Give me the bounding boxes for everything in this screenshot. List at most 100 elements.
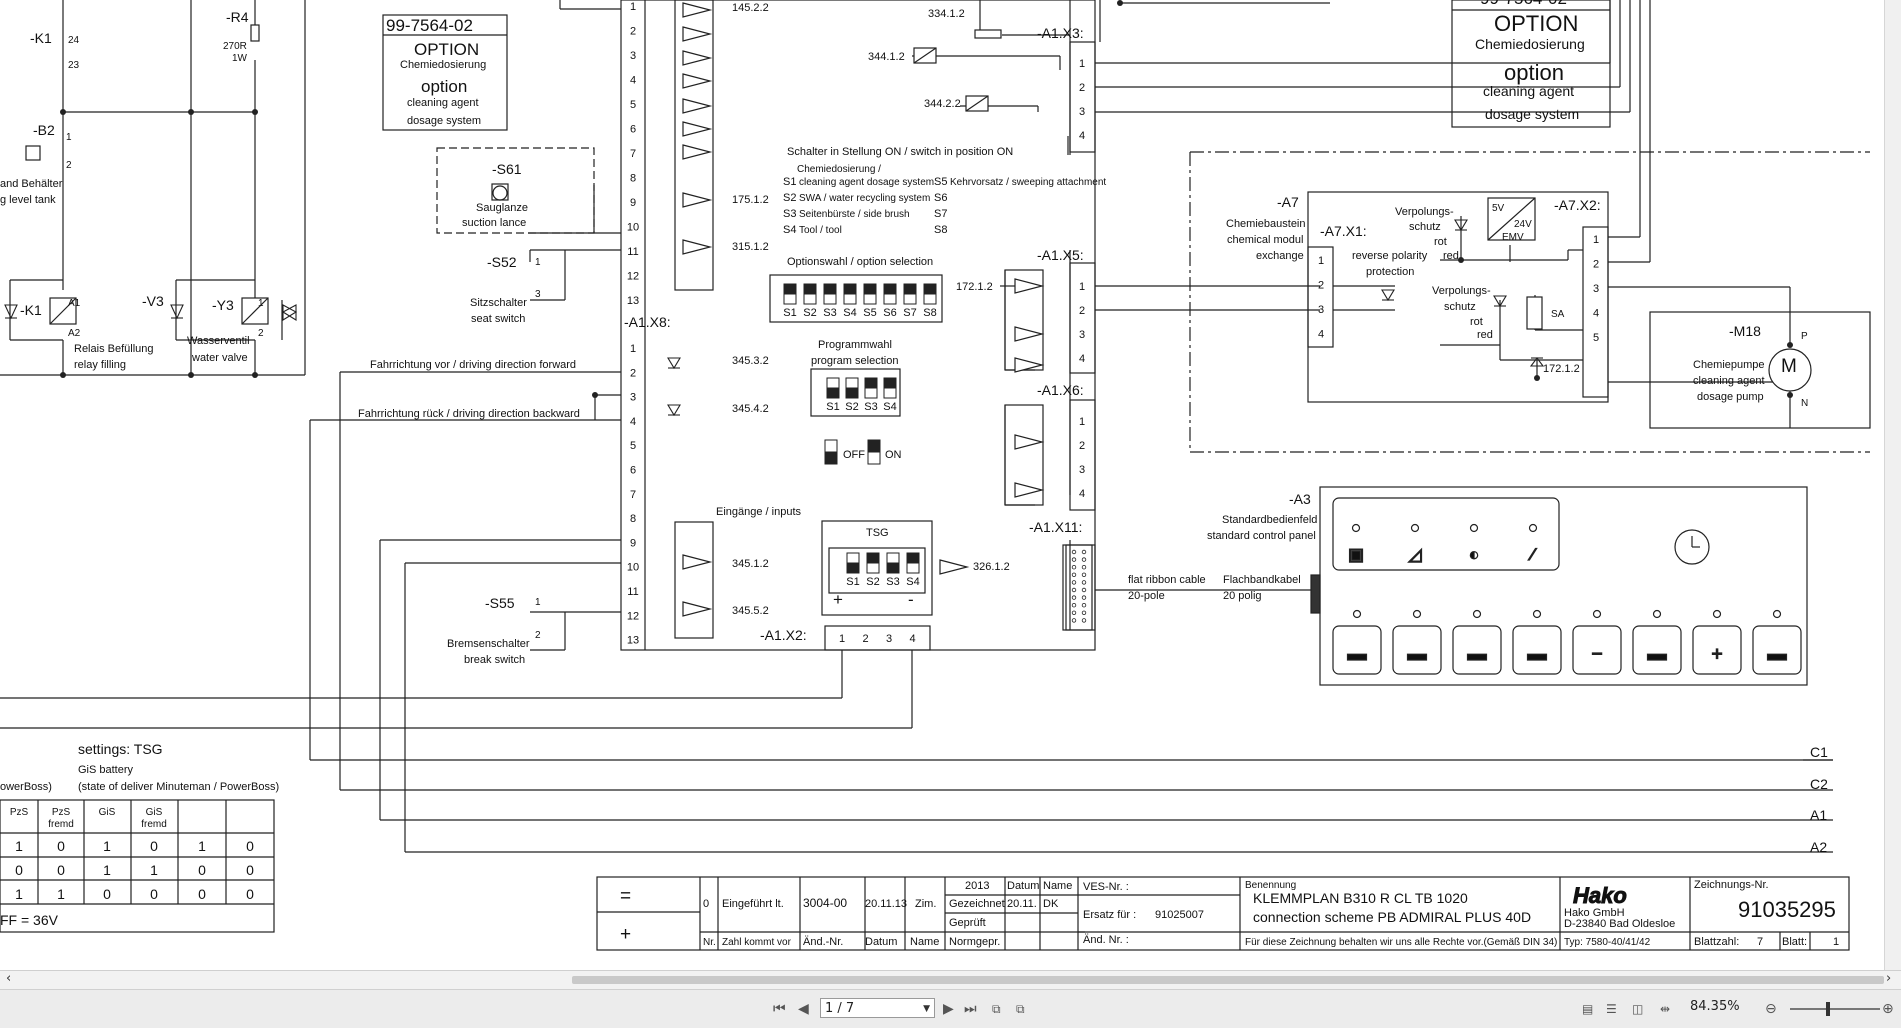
label-m18_d3: dosage pump <box>1697 391 1764 403</box>
label-opt2_option2: option <box>1504 60 1564 85</box>
label-settings: settings: TSG <box>78 741 163 757</box>
title-block-typ: Typ: 7580-40/41/42 <box>1564 937 1651 948</box>
panel-key-water-tap-icon <box>1632 625 1682 675</box>
title-block-aendnr_val: 3004-00 <box>803 896 847 910</box>
pin-x8-bottom-1: 1 <box>630 343 636 355</box>
label-s1: S1 <box>783 176 796 188</box>
label-s55: -S55 <box>485 595 515 611</box>
pin-a7x2-3: 3 <box>1593 283 1599 295</box>
tsg-table-header-2: GiS <box>99 807 116 818</box>
panel-key-brush-icon <box>1332 625 1382 675</box>
label-s2: S2 <box>783 192 796 204</box>
label-ribbon2: 20-pole <box>1128 590 1165 602</box>
label-revpol1: reverse polarity <box>1352 250 1428 262</box>
label-k1_a2: A2 <box>68 328 81 339</box>
schematic-drawing: ▬▬▬▬−▬+▬▣◿◐⁄ 123456789101112131234567891… <box>0 0 1871 951</box>
previous-page-icon[interactable]: ◀ <box>798 1001 809 1017</box>
zoom-slider-knob[interactable] <box>1826 1002 1830 1016</box>
pin-x8-bottom-6: 6 <box>630 465 636 477</box>
ribbon-pin <box>1081 618 1087 623</box>
label-n334: 334.1.2 <box>928 8 965 20</box>
label-y3_1: 1 <box>258 298 264 309</box>
next-page-icon[interactable]: ▶ <box>943 1001 954 1017</box>
last-page-icon[interactable]: ⏭ <box>964 1001 977 1017</box>
dip-option-lever-S8 <box>923 283 937 295</box>
deck-lift-icon: ▬ <box>1528 644 1547 665</box>
pin-x8-top-5: 5 <box>630 99 636 111</box>
title-block-title2: connection scheme PB ADMIRAL PLUS 40D <box>1253 909 1531 925</box>
tsg-table-cell: 0 <box>15 862 23 878</box>
two-page-view-icon[interactable]: ◫ <box>1632 1002 1644 1016</box>
pin-x6-3: 3 <box>1079 464 1085 476</box>
scroll-left-icon[interactable]: ‹ <box>6 971 12 986</box>
scroll-right-icon[interactable]: › <box>1886 971 1892 986</box>
chevron-down-icon[interactable]: ▼ <box>923 1004 930 1014</box>
panel-key-plus-icon <box>1692 625 1742 675</box>
pin-x3-3: 3 <box>1079 106 1085 118</box>
label-verp2a: Verpolungs- <box>1432 285 1491 297</box>
vertical-scrollbar[interactable] <box>1884 0 1901 970</box>
label-flach2: 20 polig <box>1223 590 1262 602</box>
label-tank2: g level tank <box>0 194 56 206</box>
pin-x8-top-9: 9 <box>630 197 636 209</box>
fit-width-icon[interactable]: ⇹ <box>1660 1002 1671 1016</box>
pin-x8-bottom-4: 4 <box>630 416 636 428</box>
dip-option-label-S6: S6 <box>883 307 896 319</box>
rotate-view-icon[interactable]: ⧉ <box>992 1002 1001 1016</box>
pin-a7x2-2: 2 <box>1593 259 1599 271</box>
tsg-table-cell: 1 <box>103 838 111 854</box>
label-minus: - <box>908 590 914 609</box>
tsg-table-cell: 0 <box>246 886 254 902</box>
copy-view-icon[interactable]: ⧉ <box>1016 1002 1025 1016</box>
label-n145: 145.2.2 <box>732 2 769 14</box>
horn-icon: ◐ <box>1469 545 1479 564</box>
plus-icon: + <box>1711 644 1722 665</box>
dip-tsg-lever-S4 <box>906 552 920 564</box>
pin-a7x1-1: 1 <box>1318 255 1324 267</box>
label-ribbon1: flat ribbon cable <box>1128 574 1206 586</box>
label-m18_n: N <box>1801 398 1808 409</box>
zoom-slider[interactable] <box>1790 1002 1880 1016</box>
label-n3454: 345.4.2 <box>732 403 769 415</box>
pin-a7x2-4: 4 <box>1593 308 1599 320</box>
tsg-table-cell: 0 <box>246 838 254 854</box>
label-gis2: (state of deliver Minuteman / PowerBoss) <box>78 781 279 793</box>
scroll-thumb[interactable] <box>572 976 1884 984</box>
first-page-icon[interactable]: ⏮ <box>773 1001 786 1017</box>
label-a1x3: -A1.X3: <box>1037 25 1084 41</box>
label-b2_1: 1 <box>66 132 72 143</box>
ribbon-pin <box>1081 565 1087 570</box>
zoom-level[interactable]: 84.35% <box>1690 999 1740 1014</box>
page-number-field[interactable]: 1 / 7 ▼ <box>820 998 935 1018</box>
label-opt1_ca: cleaning agent <box>407 97 479 109</box>
horizontal-scrollbar[interactable]: ‹ › <box>0 970 1901 989</box>
pin-x2-1: 1 <box>839 633 845 645</box>
title-block-name: Name <box>910 936 939 948</box>
tsg-table-cell: 0 <box>246 862 254 878</box>
tsg-table-cell: 0 <box>57 862 65 878</box>
dip-option-label-S8: S8 <box>923 307 936 319</box>
single-page-view-icon[interactable]: ▤ <box>1582 1002 1594 1016</box>
dip-tsg-label-S3: S3 <box>886 576 899 588</box>
pin-x8-top-2: 2 <box>630 26 636 38</box>
continuous-view-icon[interactable]: ☰ <box>1606 1002 1617 1016</box>
label-m18_d2: cleaning agent <box>1693 375 1765 387</box>
panel-lamp-icon <box>1410 523 1420 533</box>
pin-x6-4: 4 <box>1079 488 1085 500</box>
tsg-table-cell: 1 <box>150 862 158 878</box>
pin-x2-3: 3 <box>886 633 892 645</box>
panel-lamp-icon <box>1652 609 1662 619</box>
title-block-blattzahl_val: 7 <box>1757 936 1763 948</box>
zoom-in-icon[interactable]: ⊕ <box>1882 1001 1894 1017</box>
minus-icon: − <box>1591 644 1602 665</box>
label-v3: -V3 <box>142 293 164 309</box>
tsg-table-cell: 1 <box>198 838 206 854</box>
label-opt1_option: OPTION <box>414 40 479 59</box>
tsg-table-header-1: fremd <box>48 819 74 830</box>
label-a7x1: -A7.X1: <box>1320 223 1367 239</box>
zoom-out-icon[interactable]: ⊖ <box>1765 1001 1777 1017</box>
title-block-datum: Datum <box>865 936 897 948</box>
panel-key-scrub-deck-icon <box>1392 625 1442 675</box>
dip-legend-off-lever <box>824 451 838 465</box>
tsg-table-cell: 1 <box>57 886 65 902</box>
